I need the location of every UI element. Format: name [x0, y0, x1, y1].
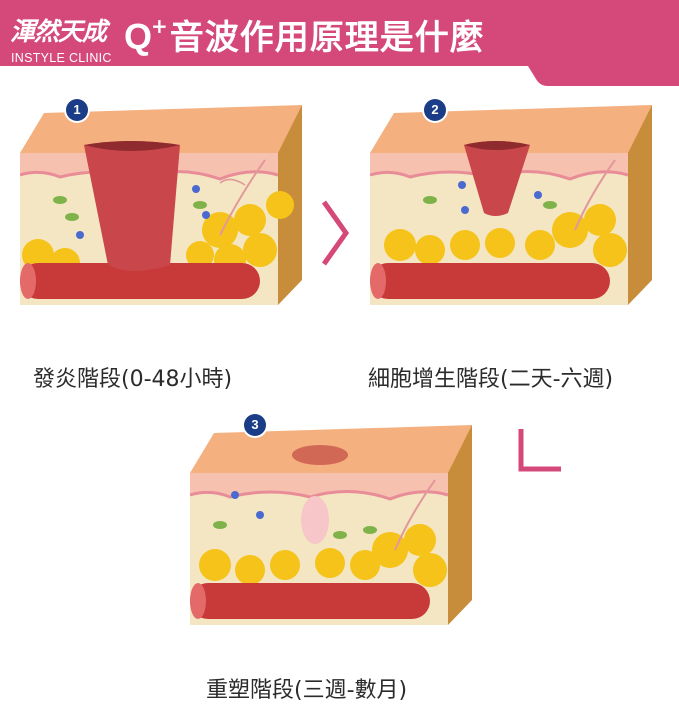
stage-3-label: 重塑階段(三週-數月) — [206, 678, 408, 703]
title-plus: + — [151, 14, 168, 38]
stage-2-label: 細胞增生階段(二天-六週) — [368, 367, 614, 392]
stage-3-badge: 3 — [244, 414, 266, 436]
page-title: Q+音波作用原理是什麼 — [124, 10, 485, 59]
arrow-right-icon — [321, 200, 350, 266]
stage-3-illustration — [190, 425, 472, 625]
stage-2-badge: 2 — [424, 99, 446, 121]
arrow-down-left-icon — [518, 429, 561, 472]
logo-english: INSTYLE CLINIC — [11, 51, 112, 65]
stage-1-label: 發炎階段(0-48小時) — [33, 367, 233, 392]
header-banner: 渾然天成 INSTYLE CLINIC Q+音波作用原理是什麼 — [0, 0, 679, 86]
stage-1-badge: 1 — [66, 99, 88, 121]
title-q: Q — [124, 16, 153, 57]
stage-2-illustration — [370, 105, 652, 305]
title-text: 音波作用原理是什麼 — [169, 18, 485, 58]
logo-chinese: 渾然天成 — [10, 17, 107, 46]
stage-1-illustration — [20, 105, 302, 305]
